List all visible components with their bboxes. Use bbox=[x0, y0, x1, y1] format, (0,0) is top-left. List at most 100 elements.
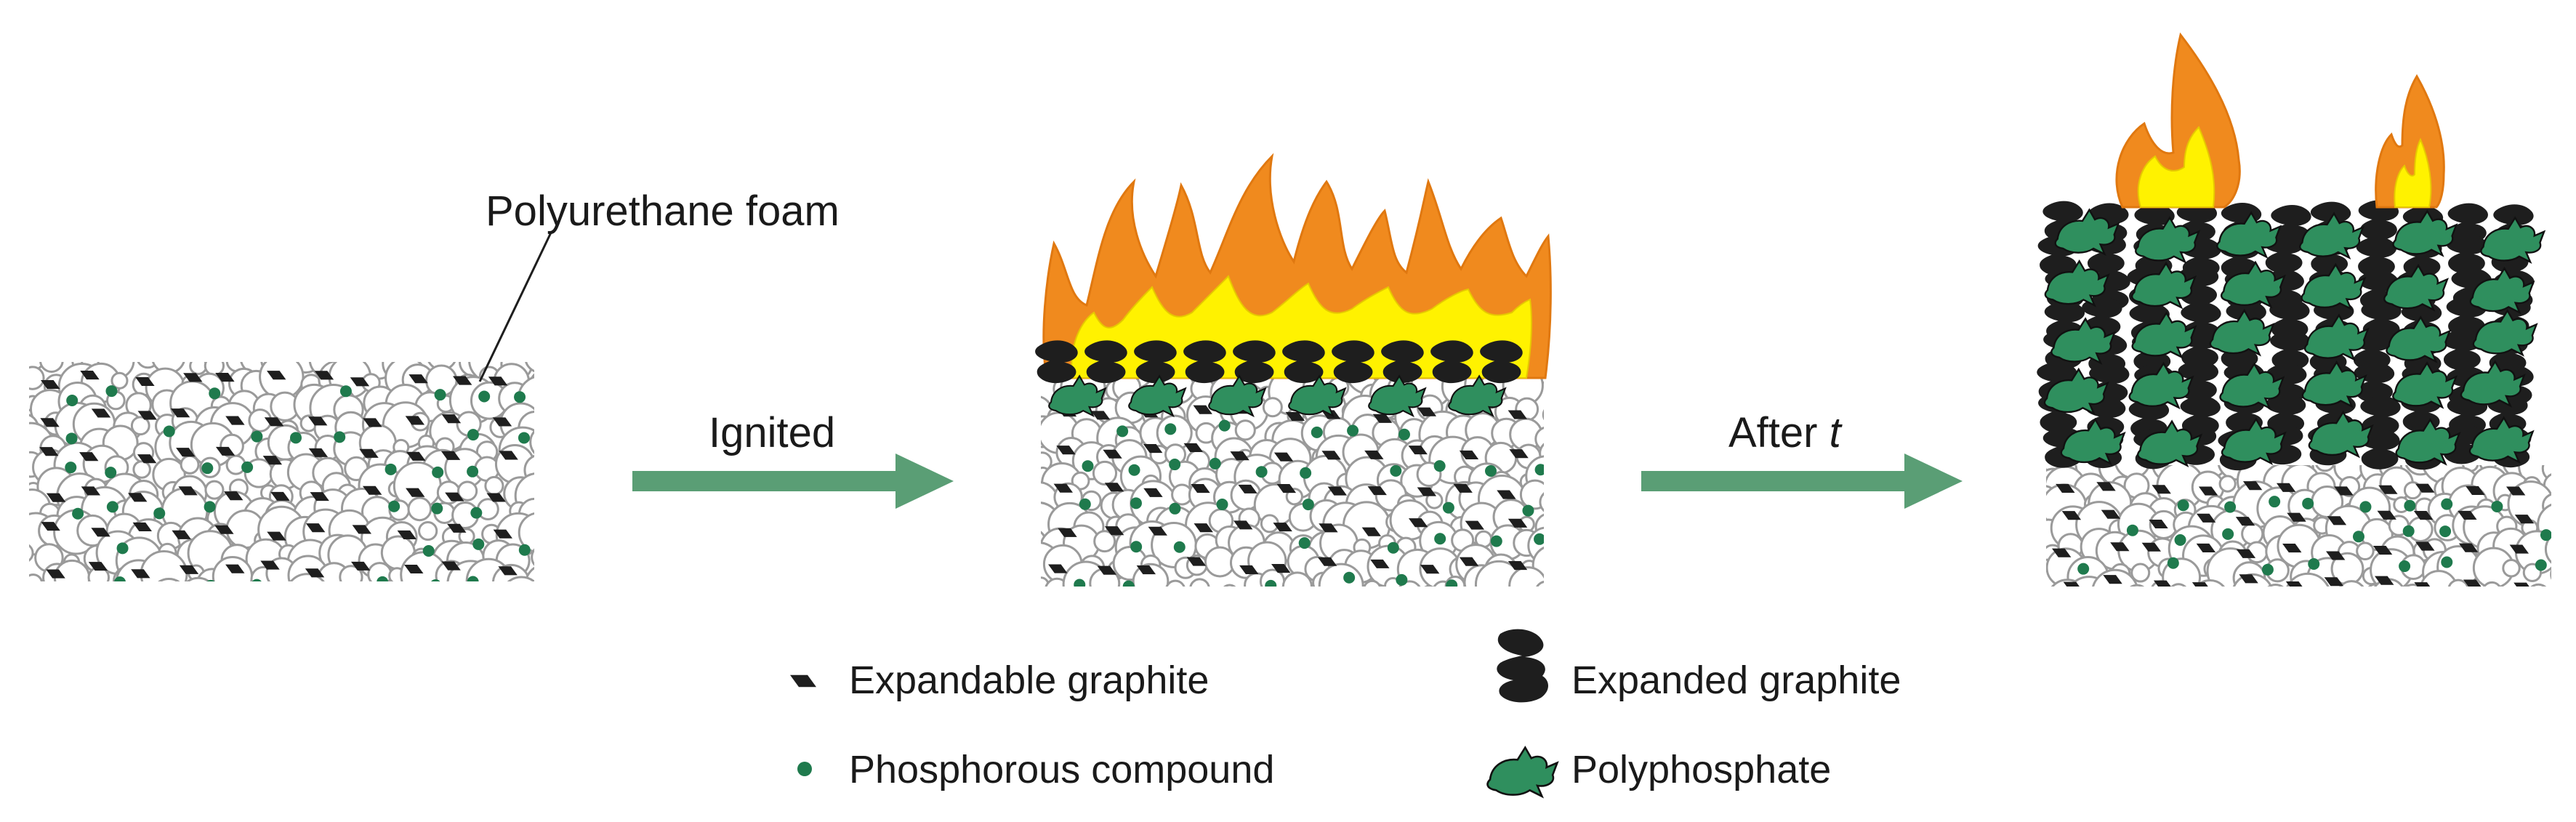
foam-cell bbox=[289, 573, 325, 581]
foam-cell bbox=[2241, 522, 2264, 546]
phosphorous-dot bbox=[290, 432, 302, 444]
foam-cell bbox=[158, 578, 180, 581]
phosphorous-dot bbox=[1122, 580, 1135, 587]
phosphorous-dot bbox=[65, 462, 77, 474]
panel-3-char bbox=[2037, 32, 2551, 608]
phosphorous-dot bbox=[2441, 498, 2453, 510]
phosphorous-dot bbox=[2540, 529, 2551, 541]
foam-cell bbox=[2544, 534, 2551, 564]
polyphosphate bbox=[2392, 362, 2458, 408]
foam-cell bbox=[2482, 581, 2501, 587]
polyphosphate bbox=[2392, 210, 2458, 257]
phosphorous-dot bbox=[2224, 501, 2237, 513]
phosphorous-dot bbox=[201, 462, 214, 475]
phosphorous-dot bbox=[206, 579, 215, 581]
foam-cell bbox=[2404, 583, 2421, 587]
foam-cell bbox=[2286, 572, 2330, 587]
phosphorous-dot bbox=[422, 544, 435, 557]
phosphorous-dot bbox=[1534, 464, 1544, 476]
ignited-label: Ignited bbox=[709, 409, 836, 456]
foam-cell bbox=[58, 586, 84, 611]
polyphosphate bbox=[2472, 310, 2537, 356]
after-t-label: After t bbox=[1728, 412, 1841, 454]
foam-cell bbox=[113, 593, 128, 608]
foam-cell bbox=[533, 579, 563, 610]
phosphorous-dot bbox=[1265, 579, 1277, 587]
foam-cell bbox=[2037, 592, 2052, 608]
phosphorous-dot bbox=[470, 507, 483, 519]
legend-expanded-graphite: Expanded graphite bbox=[1571, 658, 1901, 702]
flame-left-inner bbox=[2137, 126, 2215, 208]
foam-cell bbox=[1189, 578, 1210, 587]
phosphorous-dot bbox=[2399, 560, 2411, 573]
foam-cell bbox=[29, 366, 45, 390]
phosphorous-dot bbox=[1390, 464, 1402, 477]
phosphorous-dot bbox=[1442, 501, 1454, 514]
foam-cell bbox=[266, 587, 304, 624]
foam-cell bbox=[2530, 583, 2547, 587]
phosphorous-dot bbox=[2352, 531, 2364, 543]
phosphorous-dot bbox=[1218, 419, 1231, 432]
panel-1-foam bbox=[29, 362, 563, 627]
foam-cell bbox=[1519, 479, 1544, 510]
phosphorous-dot bbox=[1130, 541, 1143, 553]
phosphorous-dot bbox=[377, 576, 389, 581]
foam-cell bbox=[2356, 541, 2375, 561]
foam-cell bbox=[1281, 571, 1313, 587]
phosphorous-dot bbox=[2077, 563, 2090, 575]
expanded-graphite-icon bbox=[1497, 629, 1548, 703]
phosphorous-dot bbox=[1446, 579, 1458, 587]
phosphorous-dot bbox=[2308, 558, 2320, 571]
phosphorous-dot bbox=[2535, 559, 2547, 571]
phosphorous-dot bbox=[1398, 428, 1410, 440]
phosphorous-dot bbox=[2269, 496, 2281, 508]
polyphosphate bbox=[2383, 265, 2449, 311]
foam-cell bbox=[2550, 568, 2551, 580]
foam-cell bbox=[29, 544, 34, 562]
foam-cell bbox=[525, 566, 534, 581]
phosphorous-dot bbox=[1130, 497, 1142, 509]
foam-cell bbox=[233, 589, 248, 604]
phosphorous-dot bbox=[514, 391, 526, 403]
foam-cell bbox=[461, 587, 491, 616]
foam-cell bbox=[1093, 530, 1116, 553]
phosphorous-dot bbox=[1074, 579, 1086, 587]
phosphorous-dot bbox=[1343, 571, 1356, 584]
phosphorous-dot bbox=[2265, 589, 2277, 600]
phosphorous-dot bbox=[241, 461, 254, 473]
foam-cell bbox=[2130, 584, 2145, 587]
foam-cell bbox=[180, 454, 200, 475]
foam-cell bbox=[329, 596, 347, 614]
phosphorous-dot bbox=[2440, 597, 2452, 608]
foam-cell bbox=[132, 460, 151, 479]
phosphorous-dot bbox=[1116, 425, 1129, 438]
foam-cell bbox=[204, 362, 225, 376]
polyphosphate bbox=[2308, 411, 2373, 458]
foam-cell bbox=[477, 583, 521, 627]
phosphorous-dot bbox=[478, 390, 491, 403]
graphite-flake-icon bbox=[790, 674, 816, 688]
foam-cell bbox=[407, 496, 432, 522]
phosphorous-dot bbox=[2302, 497, 2314, 509]
foam-cell bbox=[1536, 581, 1544, 587]
phosphorous-dot bbox=[1169, 502, 1181, 515]
phosphorous-dot bbox=[2402, 525, 2415, 537]
legend-expandable-graphite: Expandable graphite bbox=[849, 658, 1209, 702]
phosphorous-dot bbox=[1216, 499, 1228, 511]
legend-polyphosphate: Polyphosphate bbox=[1571, 748, 1832, 791]
phosphorous-dot bbox=[2174, 533, 2186, 546]
foam-cell bbox=[1363, 579, 1381, 587]
phosphorous-dot bbox=[1434, 533, 1446, 545]
phosphorous-dot bbox=[2167, 557, 2179, 569]
foam-cell bbox=[1165, 579, 1186, 587]
phosphorous-dot bbox=[467, 429, 479, 441]
foam-cell bbox=[529, 430, 534, 455]
foam-cell bbox=[1262, 397, 1283, 418]
phosphorous-dot bbox=[2359, 501, 2372, 513]
foam-cell bbox=[507, 576, 534, 581]
foam-cell bbox=[2224, 589, 2241, 605]
polyphosphate bbox=[2303, 314, 2370, 360]
foam-cell bbox=[212, 555, 254, 581]
phosphorous-dot bbox=[431, 579, 440, 581]
phosphorous-dot bbox=[2439, 525, 2452, 538]
